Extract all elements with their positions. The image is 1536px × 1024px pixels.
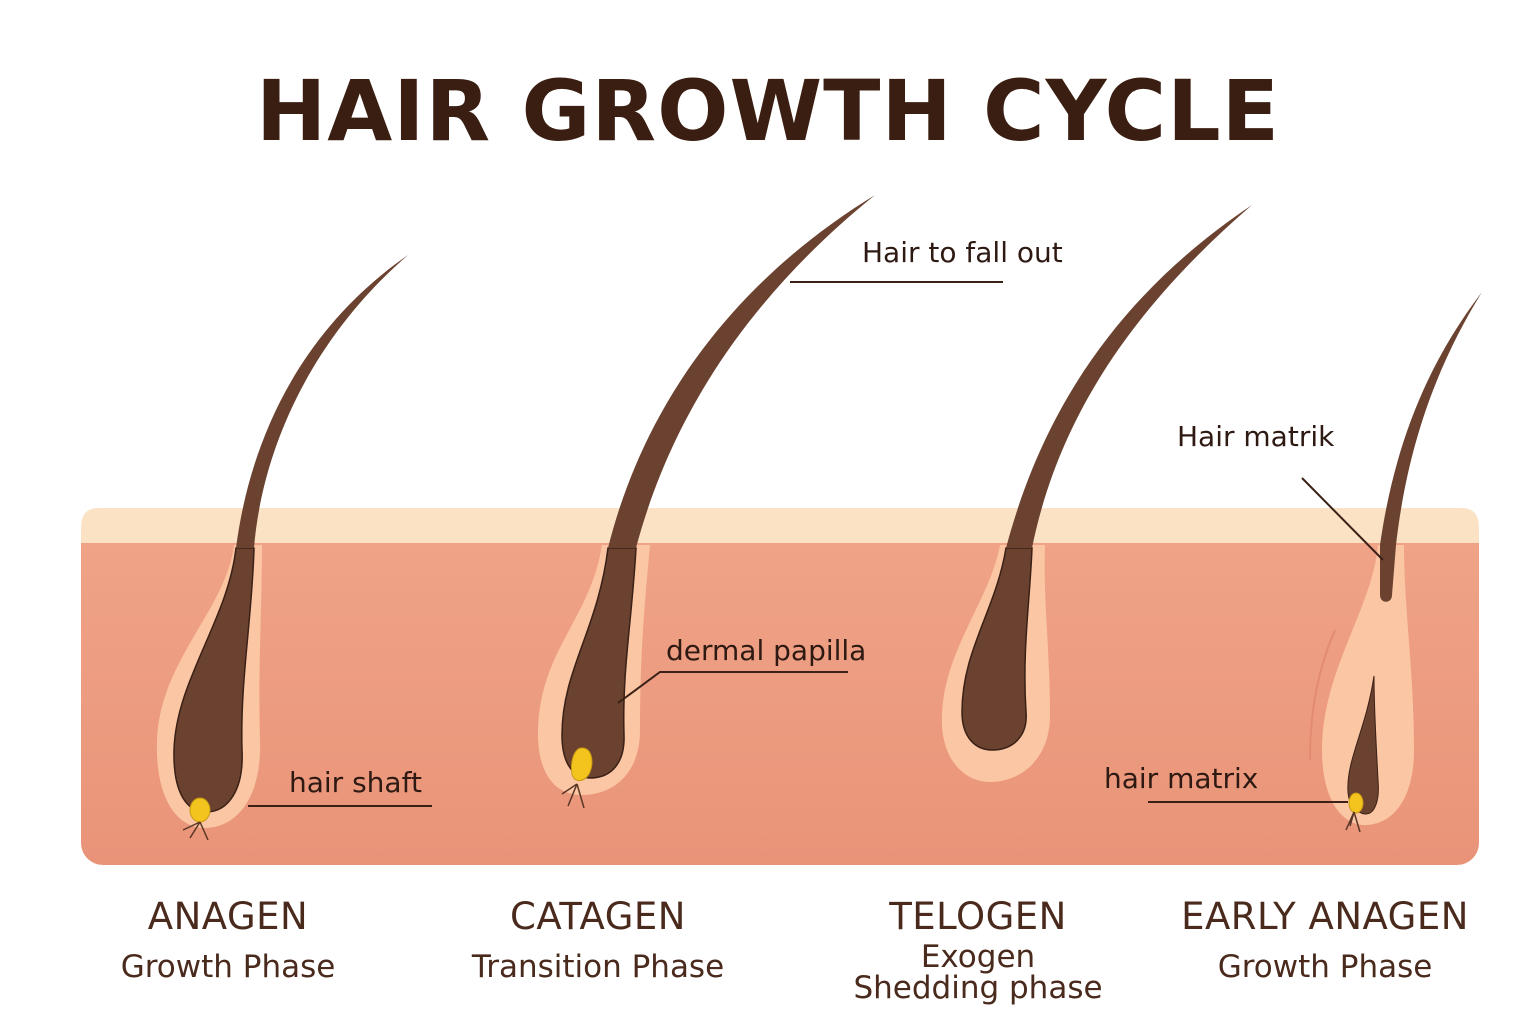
- catagen-hair-shaft: [608, 195, 875, 548]
- phase-early-anagen: EARLY ANAGEN Growth Phase: [1160, 895, 1490, 983]
- phase-telogen: TELOGEN Exogen Shedding phase: [838, 895, 1118, 1004]
- epidermis-layer: [81, 508, 1479, 543]
- telogen-hair-shaft: [1006, 205, 1252, 548]
- phase-subtitle: Growth Phase: [120, 949, 336, 985]
- anagen-papilla: [189, 797, 211, 823]
- phase-subtitle: Growth Phase: [1217, 949, 1433, 985]
- anagen-follicle: [156, 255, 408, 841]
- early-anagen-new-hair: [1347, 675, 1379, 815]
- early-anagen-papilla: [1348, 792, 1364, 814]
- label-hair-to-fall-out: Hair to fall out: [862, 236, 1063, 269]
- phase-subtitle: Exogen: [920, 939, 1036, 975]
- phase-name: EARLY ANAGEN: [1181, 895, 1469, 938]
- phase-catagen: CATAGEN Transition Phase: [448, 895, 748, 983]
- catagen-follicle: [537, 195, 875, 809]
- catagen-papilla: [571, 747, 593, 781]
- phase-subtitle-2: Shedding phase: [853, 970, 1103, 1006]
- label-hair-matrik: Hair matrik: [1177, 420, 1335, 453]
- phase-name: ANAGEN: [147, 895, 309, 938]
- early-anagen-club-hair: [1380, 292, 1482, 602]
- label-dermal-papilla: dermal papilla: [666, 634, 866, 667]
- page-title: HAIR GROWTH CYCLE: [255, 62, 1281, 160]
- anagen-hair-shaft: [236, 255, 408, 548]
- label-hair-matrix: hair matrix: [1104, 762, 1258, 795]
- phase-name: TELOGEN: [889, 895, 1067, 938]
- early-anagen-follicle: [1309, 292, 1482, 833]
- phase-name: CATAGEN: [510, 895, 686, 938]
- phase-subtitle: Transition Phase: [471, 949, 725, 985]
- phase-anagen: ANAGEN Growth Phase: [88, 895, 368, 983]
- dermis-layer: [81, 520, 1479, 865]
- leader-lines: [248, 281, 1384, 807]
- label-hair-shaft: hair shaft: [289, 766, 422, 799]
- telogen-follicle: [941, 205, 1252, 782]
